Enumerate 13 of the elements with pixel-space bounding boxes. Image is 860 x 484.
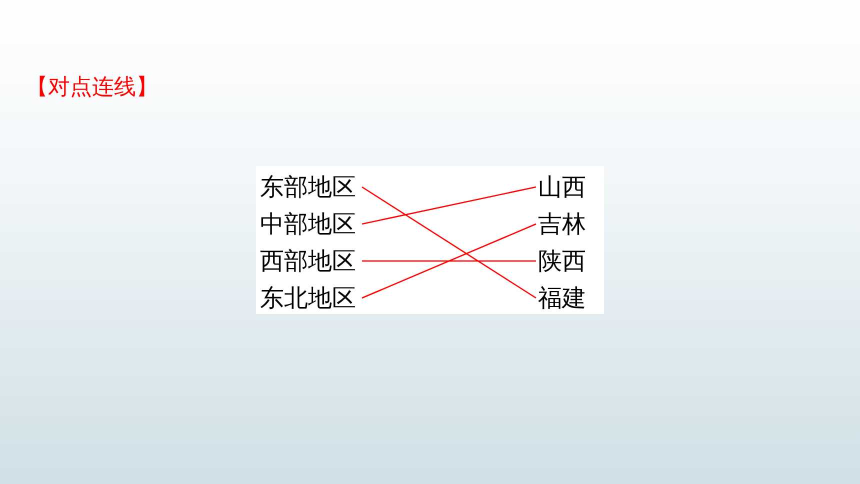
region-label: 陕西: [538, 246, 586, 276]
region-label: 西部地区: [260, 246, 356, 276]
connecting-line: [362, 186, 536, 299]
region-label: 福建: [538, 283, 586, 313]
region-label: 东部地区: [260, 172, 356, 202]
region-label: 中部地区: [260, 209, 356, 239]
region-label: 山西: [538, 172, 586, 202]
connecting-line: [362, 260, 536, 262]
region-label: 吉林: [538, 209, 586, 239]
connecting-line: [362, 223, 536, 299]
region-label: 东北地区: [260, 283, 356, 313]
connecting-line: [362, 186, 536, 225]
title: 【对点连线】: [26, 74, 158, 102]
